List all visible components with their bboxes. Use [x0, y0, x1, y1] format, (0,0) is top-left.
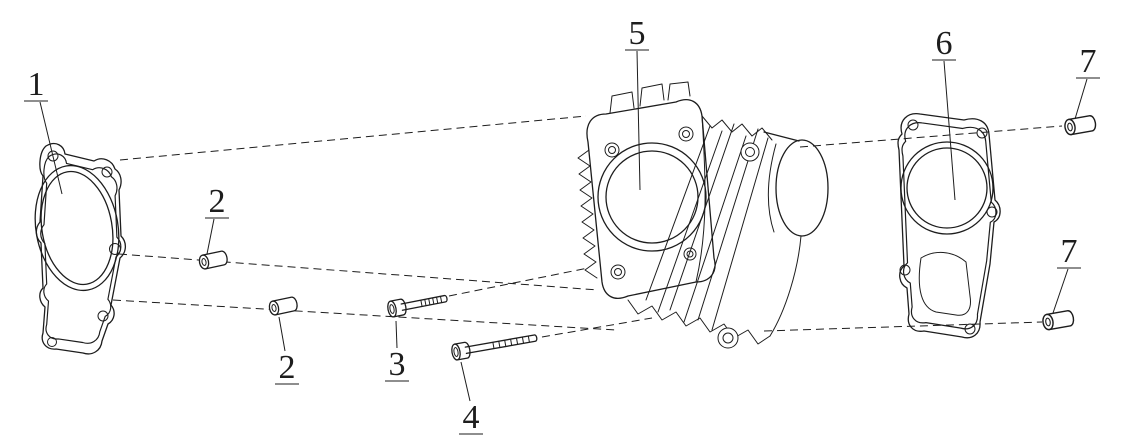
callout-7a-label: 7 — [1080, 43, 1097, 80]
part-4-bolt-drawing — [451, 334, 538, 361]
chain-tunnel-cutout — [918, 252, 971, 316]
callout-4-label: 4 — [463, 399, 480, 436]
callout-3-label: 3 — [389, 346, 406, 383]
callout-7b-leader — [1052, 268, 1069, 314]
bolt-bosses — [717, 142, 760, 349]
top-silhouette-serration — [701, 115, 773, 141]
callout-part-7-lower: 7 — [1052, 233, 1081, 314]
callout-4-leader — [460, 361, 471, 402]
cylinder-spigot — [763, 131, 829, 237]
left-fin-serration — [577, 149, 598, 279]
callout-2a-label: 2 — [209, 183, 226, 220]
thread-lines — [492, 335, 530, 349]
callout-6-label: 6 — [936, 25, 953, 62]
cylinder-bore — [597, 142, 707, 252]
callout-part-2-upper: 2 — [205, 183, 229, 255]
thread-lines — [420, 296, 443, 307]
callout-part-6: 6 — [932, 25, 956, 201]
callout-7a-leader — [1074, 78, 1088, 120]
callout-3-leader — [395, 320, 398, 349]
callout-2a-leader — [206, 218, 215, 255]
top-fin-steps — [609, 81, 691, 114]
part-7-dowel-pin-lower — [1041, 309, 1076, 332]
part-7-dowel-pin-upper — [1063, 114, 1098, 137]
callout-2b-label: 2 — [279, 349, 296, 386]
callout-1-leader — [39, 101, 63, 195]
part-2-dowel-pin-upper — [197, 249, 230, 271]
part-2-dowel-pin-lower — [267, 295, 300, 317]
bottom-silhouette-serration — [627, 299, 771, 345]
callout-part-1: 1 — [24, 66, 63, 195]
part-6-gasket-drawing — [897, 113, 1001, 339]
part-1-gasket-drawing — [34, 142, 127, 355]
cooling-fins — [645, 115, 769, 331]
callout-1-label: 1 — [28, 66, 45, 103]
gasket-bolt-holes — [899, 119, 998, 335]
callout-part-5: 5 — [625, 15, 649, 191]
callout-6-leader — [943, 60, 956, 201]
callout-5-leader — [636, 50, 641, 191]
flange-bolt-holes — [604, 126, 697, 280]
part-5-cylinder-drawing — [577, 81, 829, 349]
callout-5-label: 5 — [629, 15, 646, 52]
callout-part-2-lower: 2 — [275, 316, 299, 386]
assembly-axis-lines — [112, 115, 1063, 338]
callout-7b-label: 7 — [1061, 233, 1078, 270]
callout-part-7-upper: 7 — [1074, 43, 1100, 120]
part-3-bolt-drawing — [387, 294, 448, 318]
front-flange-face — [586, 99, 716, 299]
callout-part-4: 4 — [459, 361, 483, 436]
callout-part-3: 3 — [385, 320, 409, 383]
callout-2b-leader — [278, 316, 286, 352]
